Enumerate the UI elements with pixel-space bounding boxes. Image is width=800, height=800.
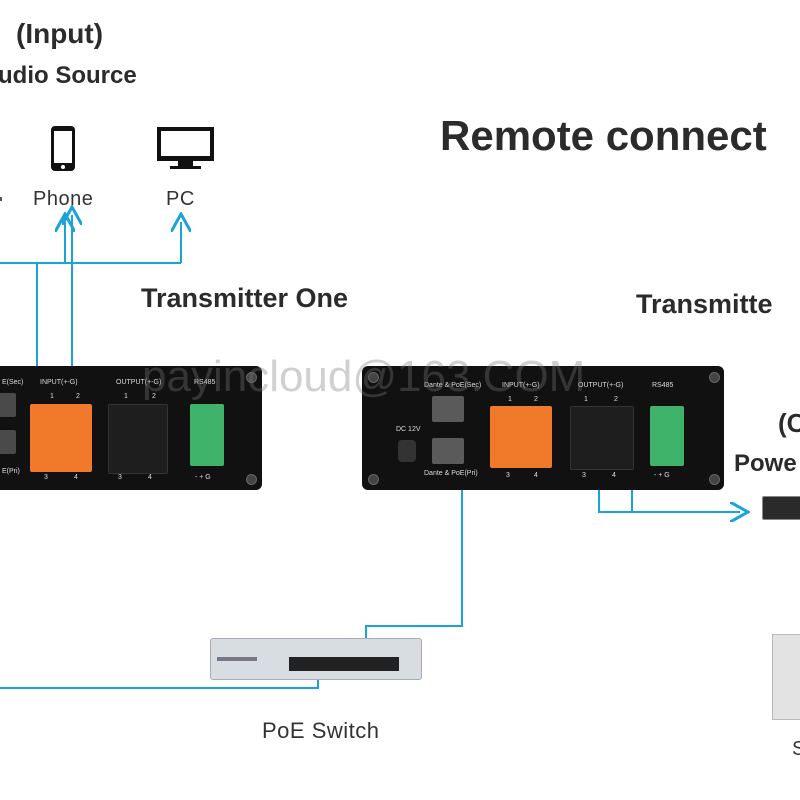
input-ch1-label-two: 1 — [508, 396, 512, 403]
dc-label: DC 12V — [396, 426, 421, 433]
ethernet-port-sec-two — [432, 396, 464, 422]
input-ch4-label-two: 4 — [534, 472, 538, 479]
output-ch1-label-two: 1 — [584, 396, 588, 403]
input-ch2-label: 2 — [76, 393, 80, 400]
output-ch3-label-two: 3 — [582, 472, 586, 479]
ethernet-port-pri-two — [432, 438, 464, 464]
pri-port-label-two: Dante & PoE(Pri) — [424, 470, 478, 477]
input-label: INPUT(+-G) — [40, 379, 78, 386]
phone-icon — [46, 125, 80, 173]
input-ch3-label: 3 — [44, 474, 48, 481]
input-ch1-label: 1 — [50, 393, 54, 400]
output-terminal-block-two — [570, 406, 634, 470]
speaker-image — [772, 634, 800, 720]
power-amplifier-image — [762, 496, 800, 520]
output-label-two: OUTPUT(+-G) — [578, 382, 624, 389]
input-ch4-label: 4 — [74, 474, 78, 481]
watermark: payincloud@163.COM — [142, 352, 586, 401]
ethernet-port-pri — [0, 430, 16, 454]
source-label-partial — [0, 197, 2, 201]
output-ch4-label: 4 — [148, 474, 152, 481]
input-ch3-label-two: 3 — [506, 472, 510, 479]
switch-brand-strip — [217, 657, 257, 661]
input-title: (Input) — [16, 18, 104, 49]
rs485-pins-label: - + G — [195, 474, 211, 481]
power-amp-label: Powe — [734, 450, 797, 477]
poe-switch-device — [210, 638, 422, 680]
rs485-label: RS485 — [194, 379, 216, 386]
transmitter-one-label: Transmitter One — [141, 283, 349, 313]
switch-ports — [289, 657, 399, 671]
monitor-icon — [156, 125, 216, 171]
transmitter-two-label: Transmitte — [636, 289, 773, 319]
output-ch3-label: 3 — [118, 474, 122, 481]
transmitter-two-device: DC 12V Dante & PoE(Sec) Dante & PoE(Pri)… — [362, 366, 724, 490]
rs485-terminal-block-two — [650, 406, 684, 466]
dc-power-jack — [398, 440, 416, 462]
output-ch1-label: 1 — [124, 393, 128, 400]
source-label-phone: Phone — [33, 188, 94, 210]
output-terminal-block — [108, 404, 168, 474]
sec-port-label-two: Dante & PoE(Sec) — [424, 382, 482, 389]
input-terminal-block-two — [490, 406, 552, 468]
rs485-label-two: RS485 — [652, 382, 674, 389]
output-ch2-label: 2 — [152, 393, 156, 400]
remote-connection-title: Remote connect — [440, 112, 767, 159]
transmitter-one-device: E(Sec) E(Pri) INPUT(+-G) 1 2 3 4 OUTPUT(… — [0, 366, 262, 490]
pri-port-label: E(Pri) — [2, 468, 20, 475]
audio-source-label: udio Source — [0, 62, 137, 89]
output-ch4-label-two: 4 — [612, 472, 616, 479]
speaker-label: S — [792, 738, 800, 760]
input-terminal-block — [30, 404, 92, 472]
source-label-pc: PC — [166, 188, 195, 210]
ethernet-port-sec — [0, 393, 16, 417]
input-label-two: INPUT(+-G) — [502, 382, 540, 389]
rs485-terminal-block — [190, 404, 224, 466]
poe-switch-label: PoE Switch — [262, 718, 380, 743]
output-label: OUTPUT(+-G) — [116, 379, 162, 386]
output-bracket-label: (C — [778, 408, 800, 438]
sec-port-label: E(Sec) — [2, 379, 24, 386]
input-ch2-label-two: 2 — [534, 396, 538, 403]
rs485-pins-label-two: - + G — [654, 472, 670, 479]
output-ch2-label-two: 2 — [614, 396, 618, 403]
